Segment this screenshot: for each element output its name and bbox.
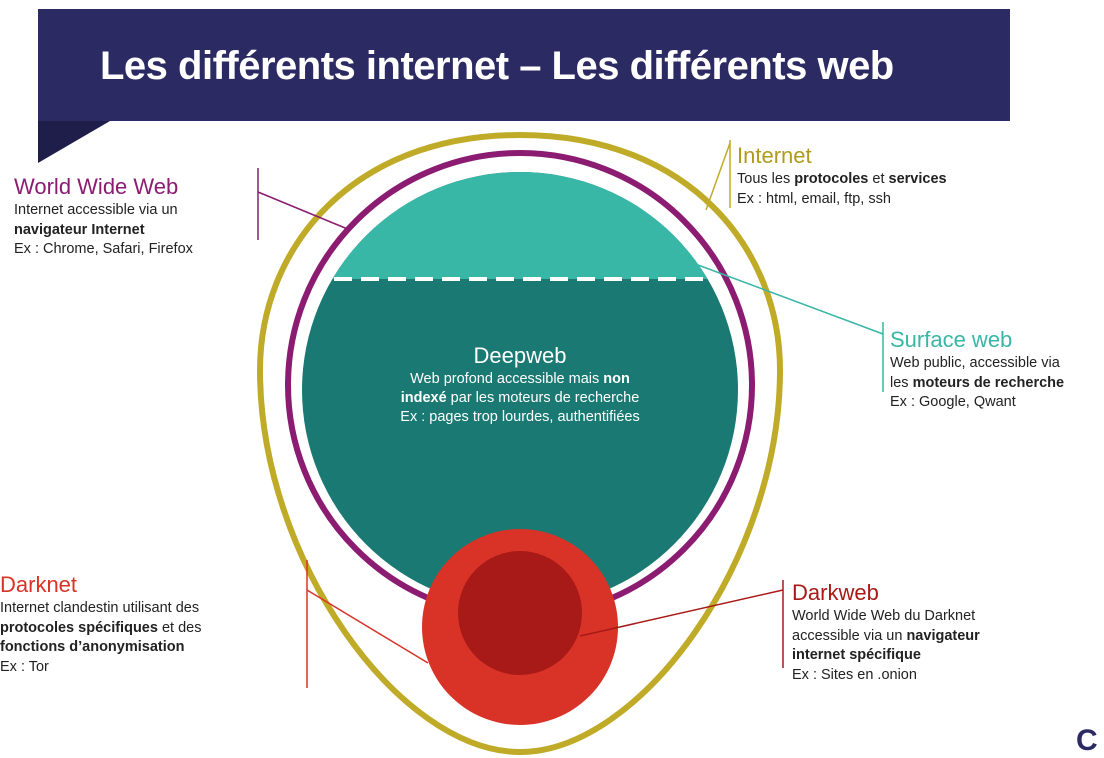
surface-line1: Web public, accessible via [890,355,1060,371]
brand-logo: C [1076,724,1098,757]
darkweb-line1: World Wide Web du Darknet [792,608,976,624]
surface-connector [689,261,884,335]
www-line1: Internet accessible via un [14,202,178,218]
page-title: Les différents internet – Les différents… [100,44,894,88]
darknet-line2-bold: protocoles spécifiques [0,619,158,636]
internet-label: Internet Tous les protocoles et services… [737,143,947,209]
surface-label: Surface web Web public, accessible via l… [890,327,1064,413]
internet-line2: Ex : html, email, ftp, ssh [737,190,891,207]
internet-heading: Internet [737,143,812,168]
deepweb-line1-bold: non [603,371,630,387]
www-line3: Ex : Chrome, Safari, Firefox [14,241,193,257]
deepweb-line3: Ex : pages trop lourdes, authentifiées [400,409,640,425]
deepweb-circle [302,172,738,608]
darkweb-line3-bold: internet spécifique [792,647,921,663]
darkweb-heading: Darkweb [792,580,879,605]
internet-connector [705,142,731,211]
deepweb-label: Deepweb Web profond accessible mais non … [340,342,700,427]
internet-line1-bold2: services [888,171,947,187]
darkweb-line4: Ex : Sites en .onion [792,666,917,683]
deepweb-line2-post: par les moteurs de recherche [446,390,640,406]
darknet-line2-post: et des [157,619,202,636]
darknet-label: Darknet Internet clandestin utilisant de… [0,572,201,677]
www-label: World Wide Web Internet accessible via u… [14,174,193,260]
internet-line1-mid: et [868,171,889,187]
internet-line1-bold1: protocoles [794,171,869,187]
surface-heading: Surface web [890,327,1013,352]
internet-line1-pre: Tous les [737,171,795,187]
surface-line2-pre: les [890,374,913,391]
banner-fold [38,121,110,163]
darknet-connector-diag [306,589,429,664]
title-banner [38,9,1010,121]
www-connector-diag [257,191,351,231]
darkweb-line2-bold: navigateur [906,627,980,644]
darknet-heading: Darknet [0,572,78,597]
www-heading: World Wide Web [14,174,179,199]
deepweb-line2-bold: indexé [400,390,447,406]
internet-ring [256,131,784,756]
surface-line3: Ex : Google, Qwant [890,394,1016,410]
surface-line2-bold: moteurs de recherche [912,374,1065,391]
darkweb-line2-pre: accessible via un [792,627,907,644]
darknet-line3-bold: fonctions d’anonymisation [0,639,185,655]
darkweb-circle [458,551,582,675]
www-line2: navigateur Internet [14,221,145,238]
darknet-line4: Ex : Tor [0,658,49,675]
darkweb-label: Darkweb World Wide Web du Darknet access… [792,580,980,685]
deepweb-line1-pre: Web profond accessible mais [410,371,604,387]
deepweb-heading: Deepweb [473,343,567,368]
darkweb-connector [579,589,784,637]
darknet-line1: Internet clandestin utilisant des [0,600,200,616]
